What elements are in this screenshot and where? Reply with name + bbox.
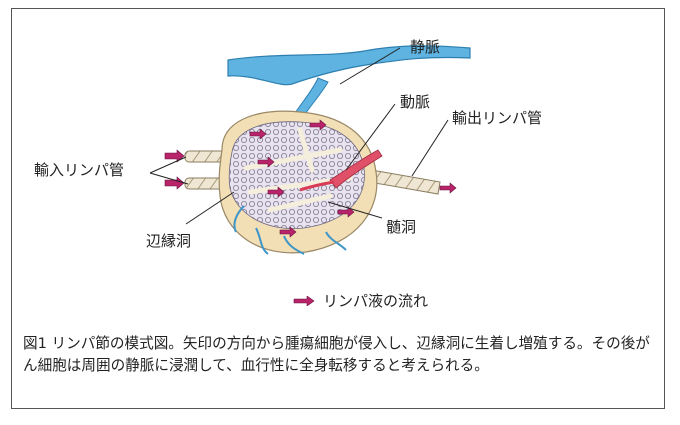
caption-figure-id: 図1 (23, 335, 47, 352)
label-afferent: 輸入リンパ管 (34, 161, 125, 179)
label-efferent: 輸出リンパ管 (452, 109, 543, 127)
node-cortex (228, 121, 365, 229)
medullary-strands (243, 127, 353, 213)
label-vein: 静脈 (410, 38, 441, 56)
artery-branch (299, 180, 335, 192)
capsule-vessels (233, 205, 347, 255)
figure-caption: 図1 リンパ節の模式図。矢印の方向から腫瘍細胞が侵入し、辺縁洞に生着し増殖する。… (23, 333, 658, 377)
label-artery: 動脈 (400, 93, 431, 111)
label-sinus: 辺縁洞 (146, 232, 192, 250)
artery (329, 149, 383, 189)
legend-text: リンパ液の流れ (323, 292, 429, 310)
caption-text: リンパ節の模式図。矢印の方向から腫瘍細胞が侵入し、辺縁洞に生着し増殖する。その後… (23, 335, 650, 374)
top-vein (227, 45, 471, 86)
figure-frame (11, 8, 665, 409)
flow-arrows (164, 119, 457, 238)
label-medullary: 髄洞 (386, 218, 417, 236)
legend: リンパ液の流れ (293, 290, 428, 311)
legend-arrow-icon (293, 295, 315, 306)
leader-lines (149, 47, 449, 225)
